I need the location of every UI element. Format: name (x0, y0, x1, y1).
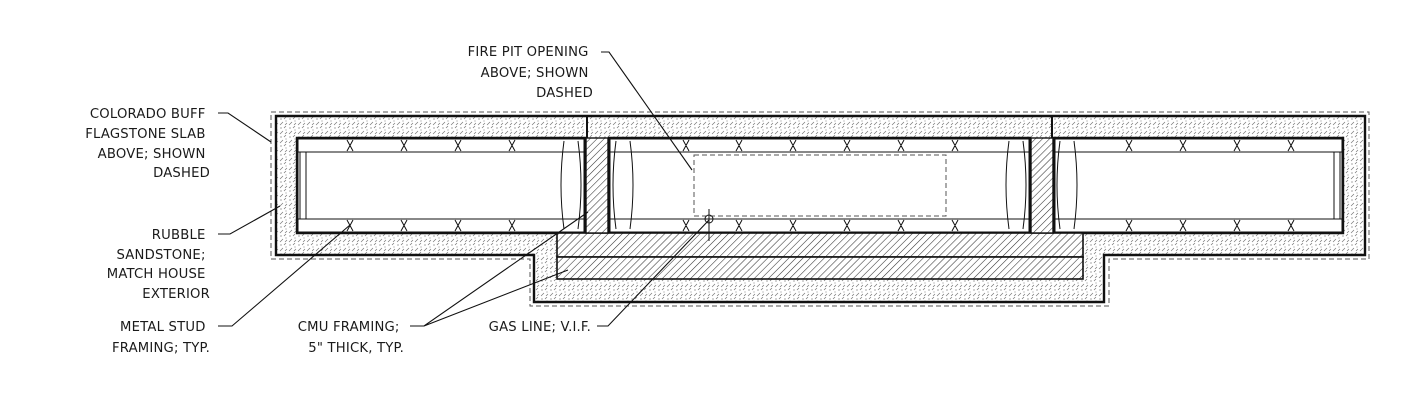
leader-flagstone-slab (218, 112, 272, 143)
gas-line-marker (699, 209, 719, 241)
metal-stud-framing-left (297, 138, 585, 233)
cmu-band-upper (556, 232, 1084, 258)
callout-flagstone-slab: COLORADO BUFF FLAGSTONE SLAB ABOVE; SHOW… (85, 107, 210, 181)
cmu-pier-left (585, 137, 609, 234)
callout-rubble-sandstone: RUBBLE SANDSTONE; MATCH HOUSE EXTERIOR (107, 228, 210, 302)
callout-fire-pit-opening: FIRE PIT OPENING ABOVE; SHOWN DASHED (468, 45, 593, 101)
metal-stud-framing-middle (609, 138, 1030, 233)
cmu-band-lower (556, 256, 1084, 280)
callout-metal-stud: METAL STUD FRAMING; TYP. (112, 320, 210, 356)
leader-rubble-sandstone (218, 205, 281, 235)
leader-gas-line (597, 219, 710, 327)
callout-cmu-framing: CMU FRAMING; 5" THICK, TYP. (298, 320, 404, 356)
leader-cmu-framing (410, 211, 589, 327)
flagstone-slab-outline (270, 111, 1370, 307)
callout-gas-line: GAS LINE; V.I.F. (489, 320, 591, 335)
leader-metal-stud (218, 224, 351, 327)
cmu-pier-right (1030, 137, 1054, 234)
metal-stud-framing-right (1054, 138, 1343, 233)
fire-pit-opening-outline (693, 154, 947, 217)
leader-fire-pit-opening (601, 51, 693, 171)
